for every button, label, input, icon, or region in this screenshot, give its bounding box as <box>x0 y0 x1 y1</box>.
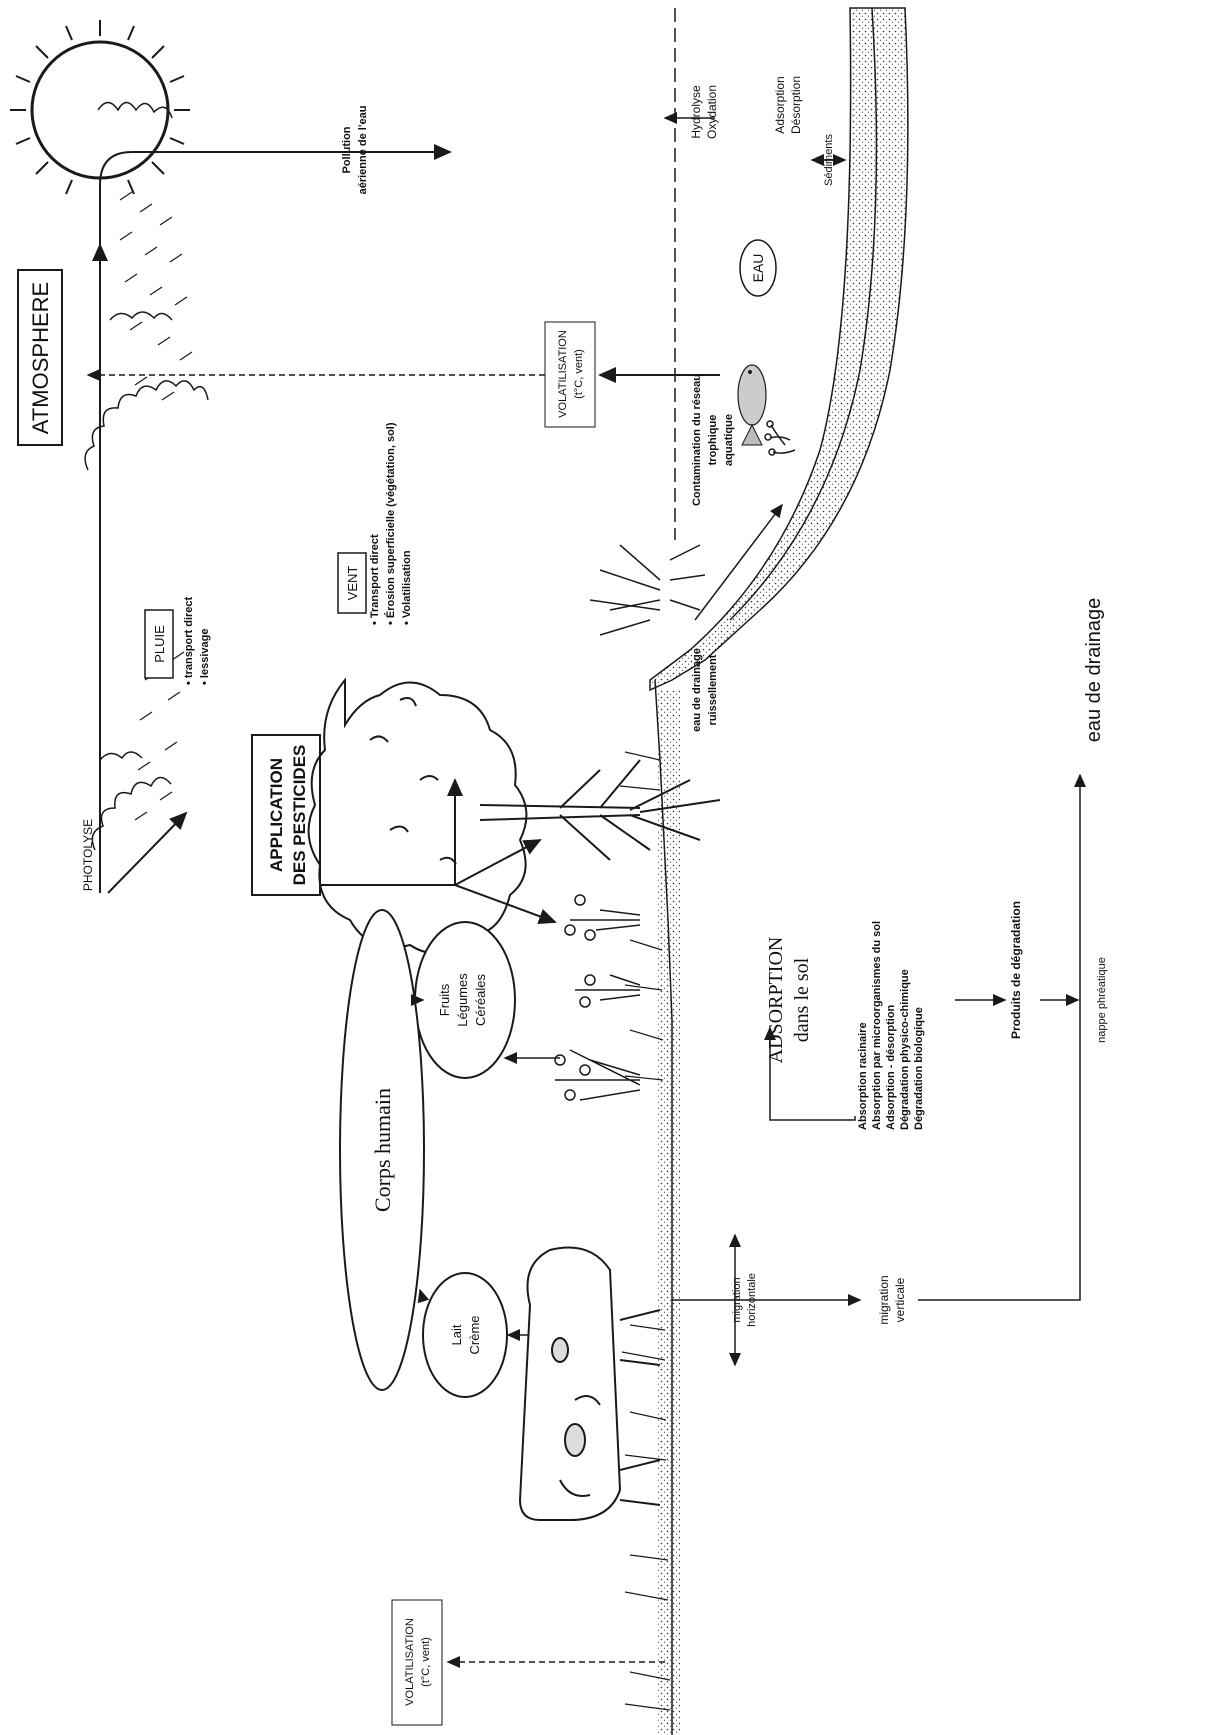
adsorption-water-label: Adsorption <box>773 76 787 133</box>
process-microorganisms: Absorption par microorganismes du sol <box>871 921 883 1130</box>
process-biological: Dégradation biologique <box>913 1007 925 1130</box>
eau-label: EAU <box>750 254 766 283</box>
lait-to-body-arrow <box>420 1290 423 1300</box>
atmosphere-label: ATMOSPHERE <box>28 282 53 434</box>
lait-line1: Lait <box>449 1324 464 1345</box>
vent-item-erosion: • Érosion superficielle (végétation, sol… <box>384 422 397 625</box>
adsorption-soil-line1: ADSORPTION <box>765 937 787 1064</box>
soil-strip <box>658 690 680 1735</box>
vent-label: VENT <box>345 566 360 601</box>
atmosphere-box: ATMOSPHERE <box>18 270 62 445</box>
pollution-line2: aérienne de l'eau <box>357 106 369 195</box>
volatilisation-soil-box: VOLATILISATION (t°C, vent) <box>392 1600 442 1725</box>
air-pollution-connector <box>100 152 420 250</box>
fish-icon <box>738 365 766 445</box>
runoff-line2: ruissellement <box>707 654 719 725</box>
pluie-box: PLUIE <box>145 610 173 678</box>
pollution-line1: Pollution <box>341 126 353 173</box>
adsorption-soil-line2: dans le sol <box>791 957 813 1042</box>
crop-plants <box>555 895 640 1100</box>
vent-box: VENT <box>338 553 366 613</box>
migration-v-line1: migration <box>877 1275 891 1324</box>
photolyse-label: PHOTOLYSE <box>81 819 95 891</box>
fruits-ellipse: Fruits Légumes Céréales <box>415 922 515 1078</box>
application-box: APPLICATION DES PESTICIDES <box>252 735 320 895</box>
sediments-label: Sédiments <box>823 134 835 186</box>
aquatic-plant-icon <box>765 421 795 455</box>
process-root-absorption: Absorption racinaire <box>857 1022 869 1130</box>
runoff-line1: eau de drainage <box>691 648 703 732</box>
pluie-item-transport: • transport direct <box>183 596 195 685</box>
desorption-water-label: Désorption <box>789 76 803 134</box>
nappe-label: nappe phréatique <box>1096 957 1108 1043</box>
volatilisation-water-line2: (t°C, vent) <box>573 349 585 399</box>
application-line1: APPLICATION <box>267 758 286 872</box>
volatilisation-soil-line2: (t°C, vent) <box>420 1637 432 1687</box>
produits-label: Produits de dégradation <box>1009 901 1023 1039</box>
cow-icon <box>520 1248 660 1521</box>
migration-h-line2: horizontale <box>746 1273 758 1327</box>
corps-humain-ellipse: Corps humain <box>340 910 424 1390</box>
cloud-rain-lower <box>92 652 184 850</box>
riverside-shrub <box>590 545 705 635</box>
process-physico: Dégradation physico-chimique <box>899 969 911 1130</box>
migration-v-line2: verticale <box>893 1277 907 1322</box>
lait-line2: Crème <box>467 1315 482 1354</box>
pluie-item-lessivage: • lessivage <box>199 629 211 685</box>
contamination-line2: trophique <box>707 415 719 466</box>
fruits-line2: Légumes <box>455 973 470 1027</box>
pluie-label: PLUIE <box>152 625 167 663</box>
oxydation-label: Oxydation <box>705 85 719 139</box>
contamination-line3: aquatique <box>723 414 735 466</box>
vent-item-transport: • Transport direct <box>369 534 381 625</box>
photolyse-arrow <box>108 813 186 893</box>
migration-h-line1: migration <box>731 1277 743 1322</box>
fruits-line3: Céréales <box>473 973 488 1026</box>
hydrolyse-label: Hydrolyse <box>689 85 703 139</box>
process-adsorption: Adsorption - désorption <box>885 1004 897 1130</box>
vent-item-volatilisation: • Volatilisation <box>401 550 413 625</box>
contamination-line1: Contamination du réseau <box>691 374 703 506</box>
drainage-path <box>918 775 1080 1300</box>
volatilisation-water-box: VOLATILISATION (t°C, vent) <box>545 322 595 427</box>
sun-icon <box>10 20 190 200</box>
corps-humain-label: Corps humain <box>370 1088 395 1212</box>
application-arrows <box>320 780 555 922</box>
volatilisation-soil-line1: VOLATILISATION <box>404 1618 416 1706</box>
lait-ellipse: Lait Crème <box>423 1273 507 1397</box>
fruits-line1: Fruits <box>437 983 452 1016</box>
eau-ellipse: EAU <box>740 240 776 296</box>
application-line2: DES PESTICIDES <box>290 745 309 886</box>
volatilisation-water-line1: VOLATILISATION <box>557 330 569 418</box>
eau-drainage-label: eau de drainage <box>1083 598 1105 743</box>
